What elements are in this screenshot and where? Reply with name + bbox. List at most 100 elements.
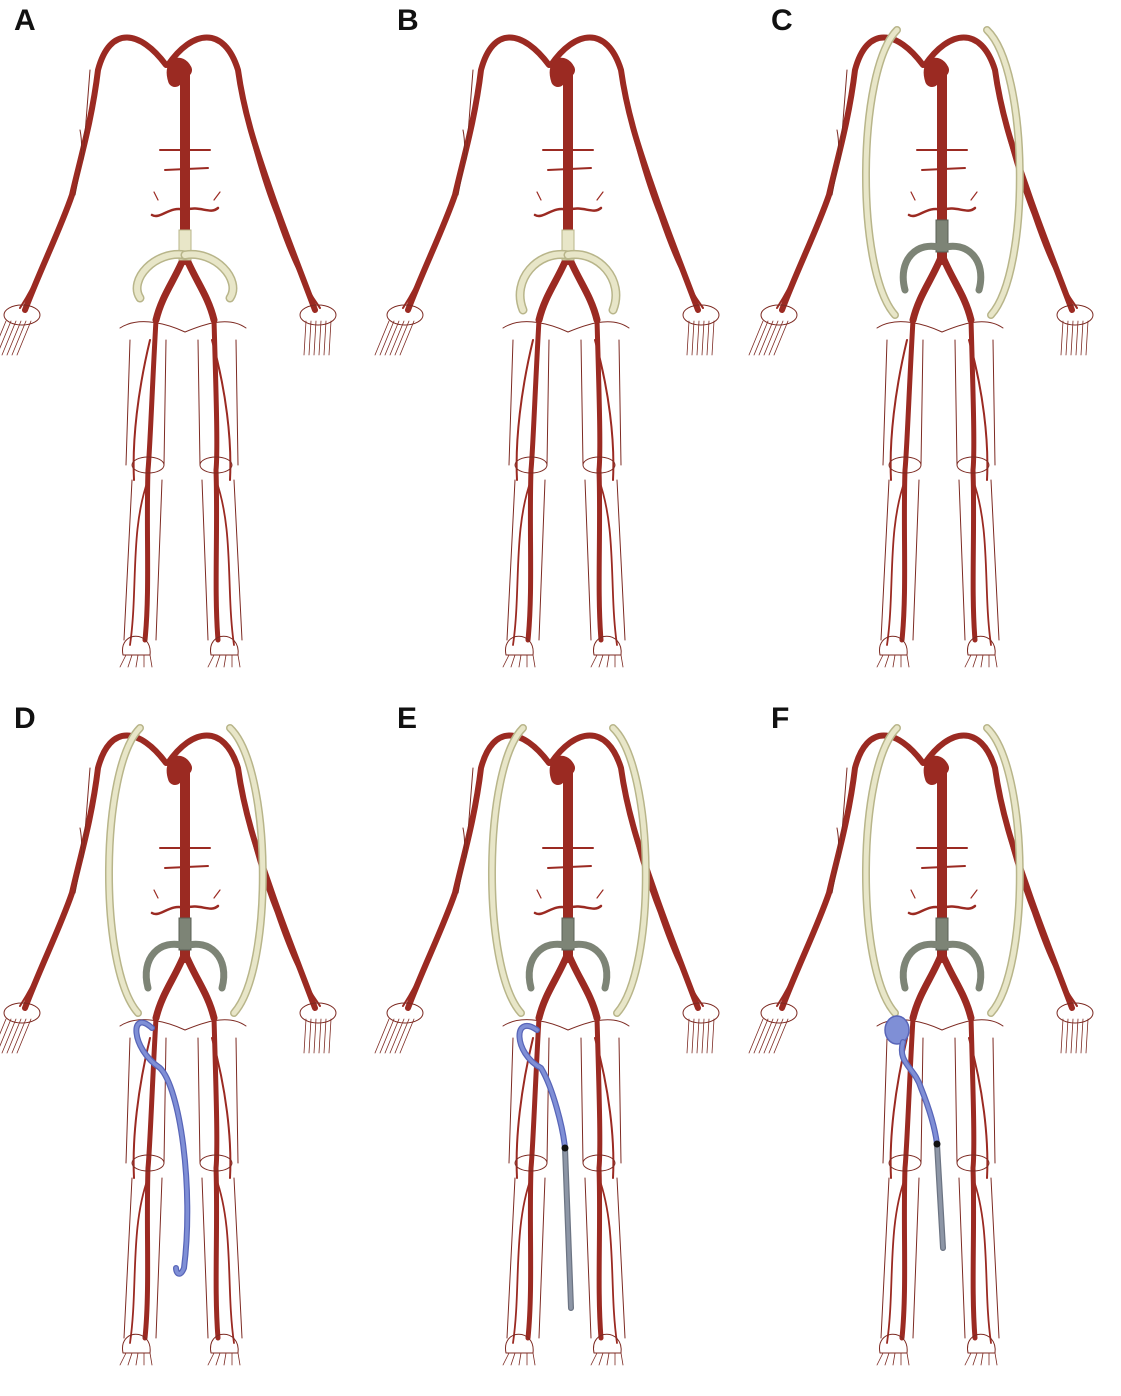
right-axillofemoral-graft: [987, 728, 1020, 1013]
finger-artery: [692, 321, 694, 355]
anatomy-diagram-e: [383, 698, 756, 1396]
right-common-iliac-artery: [185, 953, 214, 1018]
left-common-iliac-artery: [539, 255, 568, 320]
left-axillofemoral-graft-outline: [109, 728, 140, 1013]
right-axillofemoral-graft-outline: [987, 728, 1020, 1013]
toe-artery: [120, 1353, 126, 1365]
toe-artery: [973, 1353, 977, 1365]
finger-artery: [319, 321, 321, 355]
toe-artery: [150, 655, 152, 667]
toe-artery: [885, 1353, 889, 1365]
right-axillofemoral-graft: [230, 728, 263, 1013]
toe-artery: [208, 655, 214, 667]
right-axillofemoral-graft-outline: [987, 30, 1020, 315]
finger-artery: [707, 321, 709, 355]
finger-artery: [712, 1019, 714, 1053]
right-common-iliac-artery: [568, 953, 597, 1018]
finger-artery: [304, 321, 306, 355]
toe-artery: [511, 655, 515, 667]
left-hand-outline: [387, 1003, 423, 1023]
left-common-iliac-artery: [156, 255, 185, 320]
sheath-tip-marker: [562, 1145, 569, 1152]
thigh-outlines: [126, 340, 238, 465]
figure-group: [375, 38, 719, 668]
figure-group: [0, 728, 336, 1365]
toe-artery: [136, 1353, 138, 1365]
left-axillofemoral-graft-outline: [866, 30, 897, 315]
thigh-outlines: [883, 340, 995, 465]
toe-artery: [533, 655, 535, 667]
right-common-iliac-artery: [568, 255, 597, 320]
toe-artery: [981, 655, 983, 667]
figure-group: [749, 728, 1093, 1365]
finger-artery: [314, 1019, 316, 1053]
toe-artery: [599, 655, 603, 667]
anatomy-diagram-a: [0, 0, 373, 698]
toe-artery: [877, 1353, 883, 1365]
toe-artery: [216, 1353, 220, 1365]
toe-artery: [621, 655, 623, 667]
left-femoral-artery: [528, 320, 539, 640]
toe-artery: [136, 655, 138, 667]
finger-artery: [707, 1019, 709, 1053]
toe-artery: [519, 655, 521, 667]
toe-artery: [128, 655, 132, 667]
toe-artery: [885, 655, 889, 667]
toe-artery: [607, 1353, 609, 1365]
finger-artery: [1066, 1019, 1068, 1053]
pelvis-outline: [503, 322, 629, 332]
toe-artery: [607, 655, 609, 667]
left-common-iliac-artery: [156, 953, 185, 1018]
toe-artery: [621, 1353, 623, 1365]
toe-artery: [995, 1353, 997, 1365]
right-common-iliac-artery: [185, 255, 214, 320]
finger-artery: [1076, 1019, 1078, 1053]
toe-artery: [216, 655, 220, 667]
left-hand-outline: [761, 1003, 797, 1023]
occlusion-balloon: [885, 1016, 909, 1044]
left-axillofemoral-graft: [866, 728, 897, 1013]
finger-artery: [324, 321, 326, 355]
finger-artery: [0, 1019, 6, 1053]
toe-artery: [503, 1353, 509, 1365]
catheter-outline: [519, 1026, 565, 1148]
catheter: [519, 1026, 565, 1148]
finger-artery: [702, 1019, 704, 1053]
right-common-iliac-artery: [942, 953, 971, 1018]
finger-artery: [697, 321, 699, 355]
left-axillofemoral-graft: [866, 30, 897, 315]
finger-artery: [309, 321, 311, 355]
right-common-iliac-artery: [942, 255, 971, 320]
left-axillofemoral-graft: [492, 728, 523, 1013]
finger-artery: [1086, 1019, 1088, 1053]
toe-artery: [907, 1353, 909, 1365]
toe-artery: [981, 1353, 983, 1365]
panel-f: F: [757, 698, 1121, 1396]
finger-artery: [319, 1019, 321, 1053]
pelvis-outline: [120, 322, 246, 332]
sheath-tip-marker: [934, 1141, 941, 1148]
right-axillofemoral-graft: [987, 30, 1020, 315]
toe-artery: [238, 655, 240, 667]
pelvis-outline: [877, 322, 1003, 332]
finger-artery: [697, 1019, 699, 1053]
left-hand-outline: [761, 305, 797, 325]
toe-artery: [893, 655, 895, 667]
thigh-outlines: [509, 340, 621, 465]
finger-artery: [687, 321, 689, 355]
finger-artery: [314, 321, 316, 355]
right-axillofemoral-graft: [613, 728, 646, 1013]
toe-artery: [224, 655, 226, 667]
left-femoral-artery: [145, 320, 156, 640]
right-axillofemoral-graft-outline: [230, 728, 263, 1013]
toe-artery: [591, 655, 597, 667]
finger-artery: [1076, 321, 1078, 355]
toe-artery: [503, 655, 509, 667]
finger-artery: [1086, 321, 1088, 355]
anatomy-diagram-d: [0, 698, 373, 1396]
finger-artery: [309, 1019, 311, 1053]
toe-artery: [965, 1353, 971, 1365]
finger-artery: [1071, 321, 1073, 355]
toe-artery: [907, 655, 909, 667]
anatomy-diagram-c: [757, 0, 1121, 698]
